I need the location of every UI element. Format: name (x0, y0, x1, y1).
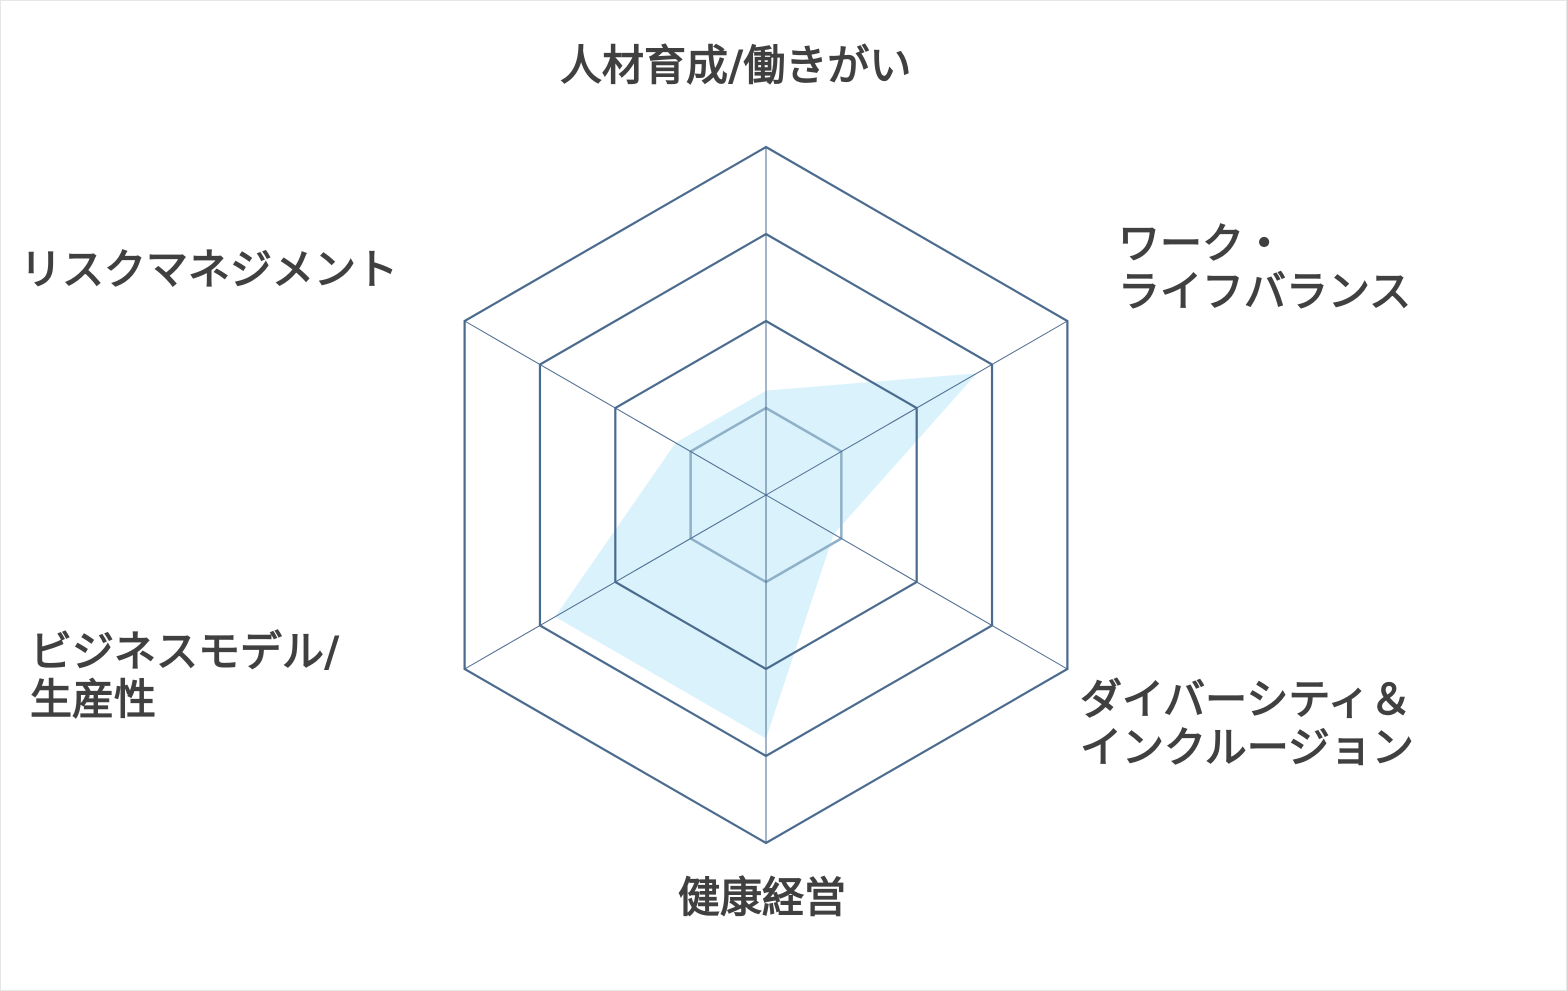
grid-layer (463, 145, 1069, 845)
axis-label-line: ダイバーシティ＆ (1080, 675, 1412, 724)
axis-label-line: ビジネスモデル/ (30, 627, 340, 676)
axis-label-line: リスクマネジメント (20, 245, 399, 294)
axis-label-risk-management: リスクマネジメント (20, 246, 398, 294)
axis-spoke-1 (765, 320, 1068, 496)
axis-spoke-5 (464, 320, 767, 496)
axis-label-business-model-productivity: ビジネスモデル/ 生産性 (30, 628, 339, 724)
axis-label-health-management: 健康経営 (678, 874, 846, 922)
axis-label-line: 健康経営 (678, 873, 847, 922)
axis-label-line: 生産性 (30, 675, 157, 724)
axis-spoke-4 (464, 494, 767, 670)
axis-label-line: 人材育成/働きがい (560, 41, 912, 90)
axis-label-talent-development: 人材育成/働きがい (560, 42, 911, 90)
axis-label-diversity-inclusion: ダイバーシティ＆ インクルージョン (1080, 676, 1414, 772)
axis-label-work-life-balance: ワーク・ ライフバランス (1118, 220, 1411, 316)
axis-spoke-2 (765, 494, 1068, 670)
axis-label-line: インクルージョン (1080, 723, 1414, 772)
axis-label-line: ワーク・ (1118, 219, 1286, 268)
axis-label-line: ライフバランス (1118, 267, 1412, 316)
